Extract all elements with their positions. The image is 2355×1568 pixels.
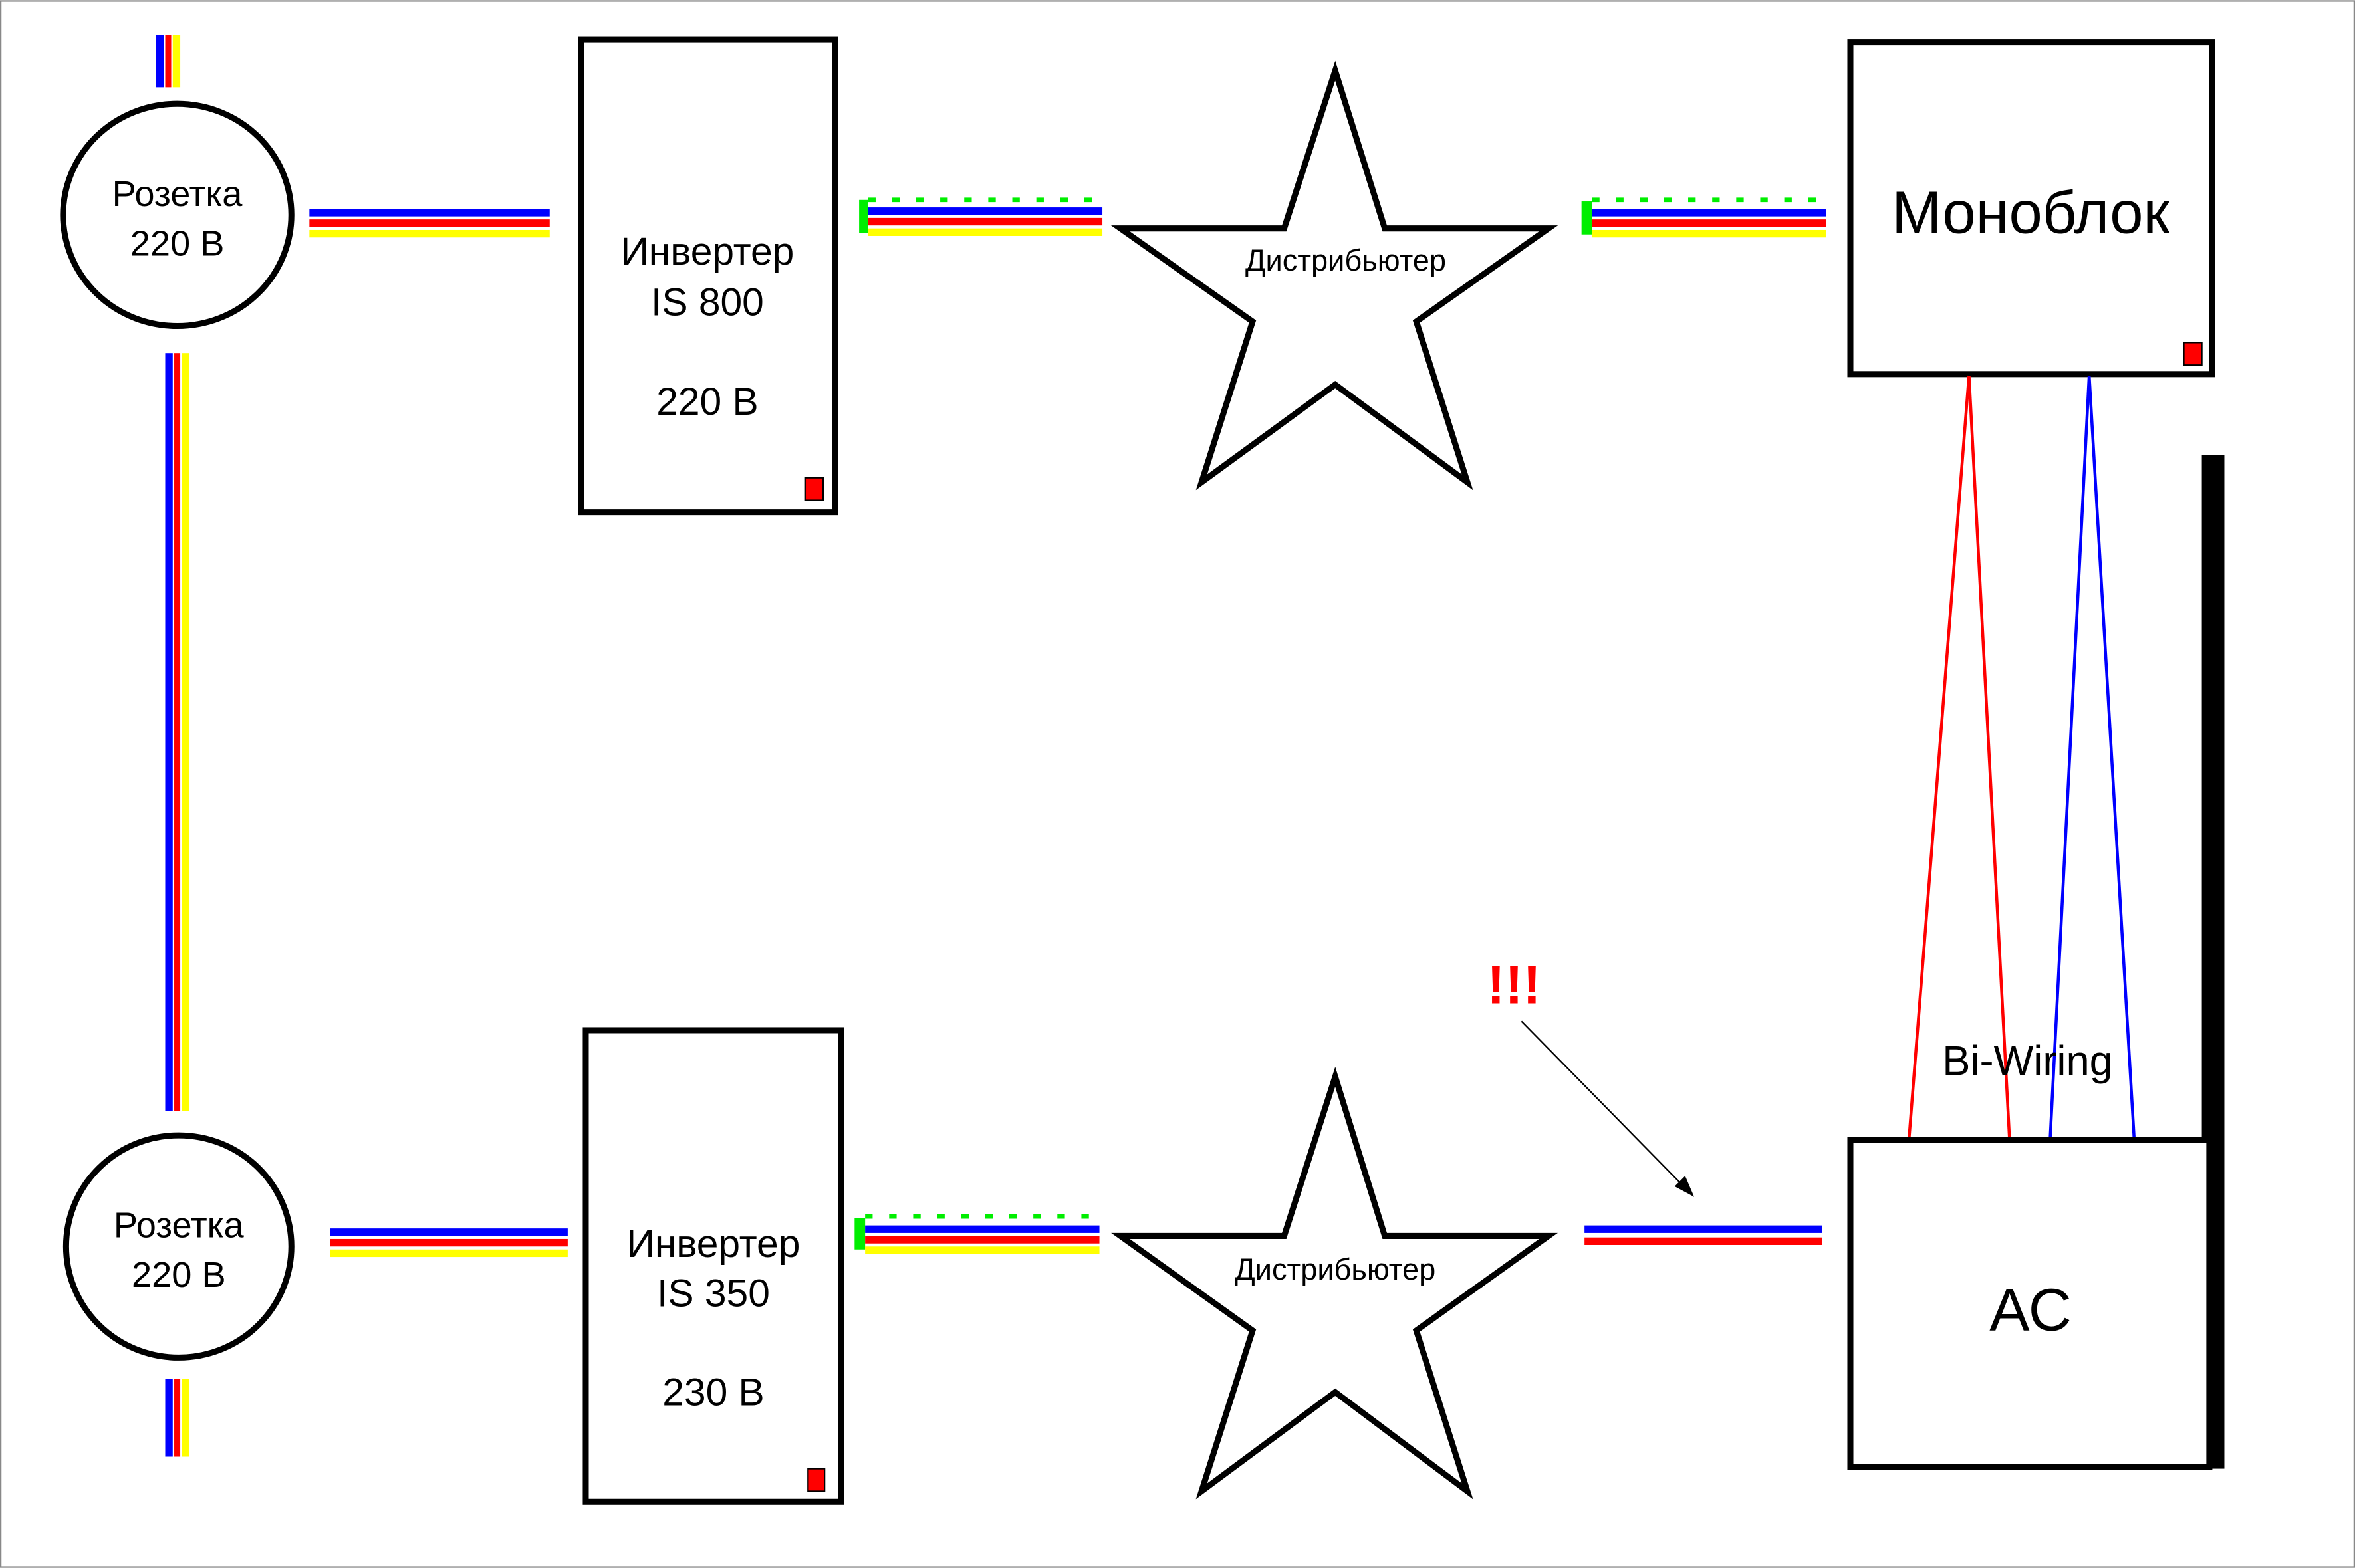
- outlet-top-label: Розетка: [112, 174, 243, 214]
- inverter-is800-model: IS 800: [651, 281, 764, 324]
- inverter-is350-to-distributor-cable: [854, 1214, 1100, 1254]
- inverter-is800-voltage: 220 В: [656, 380, 758, 423]
- distributor-top[interactable]: Дистрибьютер: [1110, 60, 1558, 491]
- distributor-bottom-label: Дистрибьютер: [1235, 1252, 1435, 1286]
- outlet-top[interactable]: Розетка 220 В: [60, 100, 295, 330]
- inverter-is350-voltage: 230 В: [662, 1371, 764, 1414]
- alert-marker: !!!: [1487, 954, 1541, 1015]
- monoblock[interactable]: Моноблок: [1847, 39, 2215, 378]
- outlet-bottom[interactable]: Розетка 220 В: [62, 1132, 295, 1361]
- outlet-top-voltage: 220 В: [130, 223, 225, 263]
- distributor-top-label: Дистрибьютер: [1245, 243, 1446, 277]
- outlet-bottom-label: Розетка: [114, 1206, 245, 1246]
- outlet-bottom-to-inverter-cable: [330, 1228, 568, 1258]
- distributor-to-speaker-cable: [1584, 1225, 1822, 1245]
- monoblock-power-indicator: [2183, 342, 2203, 366]
- inverter-is800[interactable]: Инвертер IS 800 220 В: [578, 36, 838, 516]
- outlet-bottom-output-cable: [165, 1379, 189, 1457]
- inverter-is350[interactable]: Инвертер IS 350 230 В: [582, 1027, 844, 1505]
- speaker-ac-label: АС: [1989, 1277, 2072, 1344]
- distributor-bottom[interactable]: Дистрибьютер: [1111, 1066, 1558, 1500]
- inverter-is800-title: Инвертер: [621, 230, 795, 273]
- outlet-top-input-cable: [156, 35, 181, 88]
- biwiring-cables: [1907, 375, 2136, 1141]
- outlet-link-cable: [165, 353, 189, 1111]
- inverter-is350-model: IS 350: [657, 1272, 770, 1315]
- alert-arrow: [1521, 1020, 1695, 1197]
- inverter-is800-to-distributor-cable: [859, 197, 1103, 236]
- outlet-bottom-voltage: 220 В: [132, 1255, 226, 1295]
- inverter-is350-power-indicator: [807, 1468, 826, 1492]
- distributor-to-monoblock-cable: [1581, 197, 1826, 238]
- biwiring-label: Bi-Wiring: [1942, 1038, 2113, 1085]
- inverter-is800-power-indicator: [804, 477, 824, 501]
- inverter-is350-title: Инвертер: [627, 1222, 801, 1266]
- speaker-ac[interactable]: АС: [1847, 1137, 2213, 1470]
- outlet-top-to-inverter-cable: [309, 209, 550, 238]
- monoblock-label: Моноблок: [1892, 179, 2169, 246]
